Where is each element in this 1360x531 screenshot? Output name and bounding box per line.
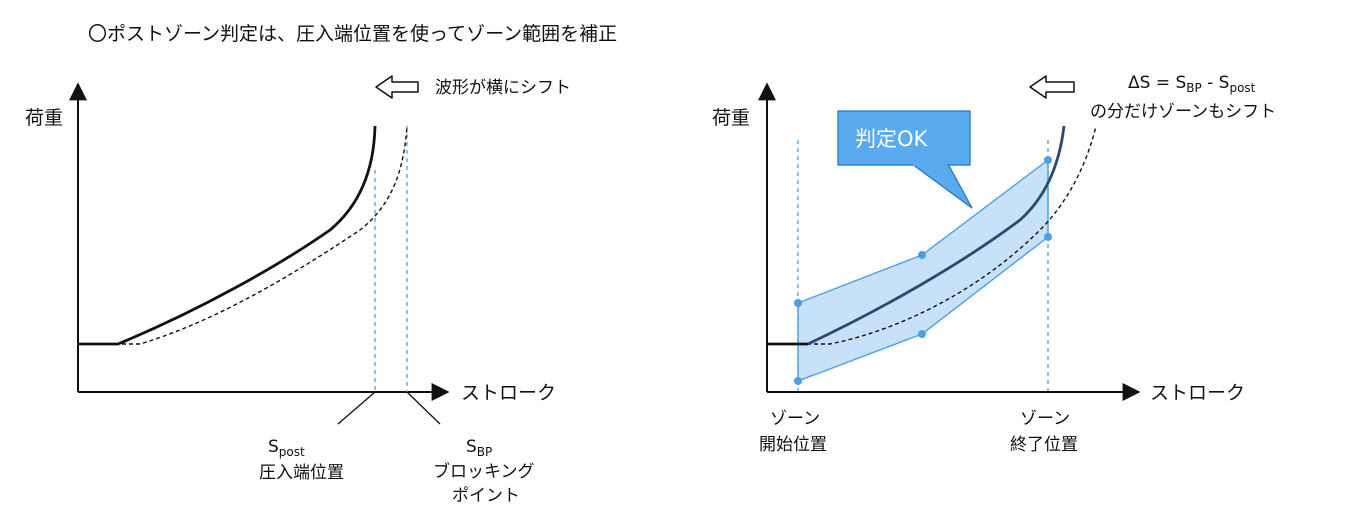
sbp-symbol-sub: BP bbox=[477, 445, 492, 459]
left-spost-symbol: Spost bbox=[268, 437, 305, 459]
right-shifted-waveform bbox=[800, 125, 1097, 345]
left-spost-leader bbox=[337, 391, 376, 425]
left-shifted-waveform bbox=[108, 125, 408, 345]
delta-mid: - S bbox=[1202, 73, 1230, 93]
delta-formula: ΔS = SBP - Spost bbox=[1128, 73, 1256, 95]
zone-end-label-line2: 終了位置 bbox=[1010, 435, 1078, 455]
spost-symbol-main: S bbox=[268, 437, 279, 457]
zone-end-label-line1: ゾーン bbox=[1020, 409, 1070, 429]
left-sbp-leader bbox=[406, 391, 441, 425]
callout-seam bbox=[913, 162, 947, 166]
page-title: 〇ポストゾーン判定は、圧入端位置を使ってゾーン範囲を補正 bbox=[88, 23, 617, 45]
zone-band bbox=[797, 158, 1049, 383]
left-panel: 荷重 ストローク 波形が横にシフト Spost 圧入端位置 SBP ブロッキング… bbox=[25, 75, 571, 506]
left-arrow-icon bbox=[375, 75, 419, 99]
sbp-symbol-main: S bbox=[466, 437, 477, 457]
right-corrected-waveform bbox=[807, 125, 1066, 346]
right-y-axis-label: 荷重 bbox=[712, 107, 750, 129]
zone-lower-mid-point bbox=[918, 330, 926, 338]
zone-start-label-line1: ゾーン bbox=[770, 409, 820, 429]
delta-lhs: ΔS = S bbox=[1128, 73, 1186, 93]
callout-text: 判定OK bbox=[855, 127, 929, 151]
delta-sub-bp: BP bbox=[1186, 81, 1201, 95]
spost-symbol-sub: post bbox=[279, 445, 305, 459]
callout-pointer bbox=[909, 163, 973, 209]
zone-start-label-line2: 開始位置 bbox=[759, 435, 827, 455]
left-sbp-caption-line1: ブロッキング bbox=[433, 461, 535, 482]
callout-box bbox=[837, 110, 971, 166]
delta-caption: の分だけゾーンもシフト bbox=[1090, 102, 1276, 122]
right-arrow-icon bbox=[1029, 75, 1075, 99]
left-spost-caption: 圧入端位置 bbox=[259, 463, 344, 483]
left-sbp-symbol: SBP bbox=[466, 437, 492, 459]
right-x-axis-label: ストローク bbox=[1150, 382, 1245, 404]
zone-upper-mid-point bbox=[918, 251, 926, 259]
left-shift-note: 波形が横にシフト bbox=[435, 78, 571, 98]
delta-sub-post: post bbox=[1229, 81, 1255, 95]
left-current-waveform bbox=[78, 125, 377, 346]
left-x-axis-label: ストローク bbox=[461, 382, 556, 404]
left-y-axis-label: 荷重 bbox=[25, 107, 63, 129]
right-panel: 荷重 ストローク 判定OK ΔS = SBP - Spost の分だけゾーンもシ… bbox=[712, 73, 1276, 455]
left-sbp-caption-line2: ポイント bbox=[452, 486, 520, 506]
